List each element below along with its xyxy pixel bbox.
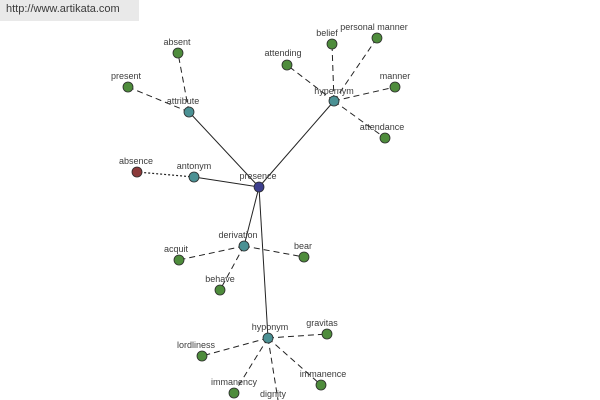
label-absent: absent	[163, 37, 191, 47]
edge-center-antonym	[193, 176, 260, 188]
label-behave: behave	[205, 274, 235, 284]
node-hyponym[interactable]	[262, 332, 274, 344]
node-lordliness[interactable]	[196, 350, 208, 362]
node-personal-manner[interactable]	[371, 32, 383, 44]
label-presence: presence	[239, 171, 276, 181]
label-hyponym: hyponym	[252, 322, 289, 332]
node-manner[interactable]	[389, 81, 401, 93]
node-behave[interactable]	[214, 284, 226, 296]
node-attribute[interactable]	[183, 106, 195, 118]
node-gravitas[interactable]	[321, 328, 333, 340]
edge-attribute-present	[127, 86, 190, 113]
node-absent[interactable]	[172, 47, 184, 59]
node-derivation[interactable]	[238, 240, 250, 252]
word-edges	[127, 37, 396, 400]
edge-center-hypernym	[258, 100, 335, 188]
edge-hyponym-immanence	[267, 337, 322, 386]
node-attending[interactable]	[281, 59, 293, 71]
label-attending: attending	[264, 48, 301, 58]
site-url-box[interactable]: http://www.artikata.com	[0, 0, 139, 21]
node-antonym[interactable]	[188, 171, 200, 183]
edge-derivation-acquit	[178, 245, 245, 261]
node-immanency[interactable]	[228, 387, 240, 399]
label-bear: bear	[294, 241, 312, 251]
edge-center-derivation	[243, 186, 260, 247]
edge-hypernym-personal-manner	[333, 37, 378, 102]
edge-hypernym-manner	[333, 86, 396, 102]
label-immanence: immanence	[300, 369, 347, 379]
node-absence[interactable]	[131, 166, 143, 178]
label-present: present	[111, 71, 142, 81]
edge-hyponym-lordliness	[201, 337, 269, 357]
label-absence: absence	[119, 156, 153, 166]
label-antonym: antonym	[177, 161, 212, 171]
relation-edges	[188, 100, 335, 339]
edge-hyponym-gravitas	[267, 333, 328, 339]
node-attendance[interactable]	[379, 132, 391, 144]
edge-center-attribute	[188, 111, 260, 188]
label-immanency: immanency	[211, 377, 258, 387]
node-labels: presence attribute hypernym antonym deri…	[111, 22, 410, 399]
label-attribute: attribute	[167, 96, 200, 106]
label-personal-manner: personal manner	[340, 22, 408, 32]
node-present[interactable]	[122, 81, 134, 93]
node-immanence[interactable]	[315, 379, 327, 391]
edge-derivation-bear	[243, 245, 305, 258]
label-dignity: dignity	[260, 389, 287, 399]
label-lordliness: lordliness	[177, 340, 216, 350]
edge-attribute-absent	[177, 52, 190, 113]
node-bear[interactable]	[298, 251, 310, 263]
node-hypernym[interactable]	[328, 95, 340, 107]
edge-hyponym-dignity	[267, 337, 279, 400]
edge-hypernym-attendance	[333, 100, 386, 139]
node-acquit[interactable]	[173, 254, 185, 266]
label-attendance: attendance	[360, 122, 405, 132]
label-acquit: acquit	[164, 244, 189, 254]
label-manner: manner	[380, 71, 411, 81]
node-presence[interactable]	[253, 181, 265, 193]
edge-center-hyponym	[258, 186, 269, 339]
word-nodes	[122, 32, 401, 399]
label-belief: belief	[316, 28, 338, 38]
edge-derivation-behave	[219, 245, 245, 291]
edge-hyponym-immanency	[233, 337, 269, 394]
site-url[interactable]: http://www.artikata.com	[6, 3, 120, 15]
label-hypernym: hypernym	[314, 86, 354, 96]
node-belief[interactable]	[326, 38, 338, 50]
edge-antonym-absence	[136, 171, 195, 178]
relation-nodes	[183, 95, 340, 344]
label-gravitas: gravitas	[306, 318, 338, 328]
label-derivation: derivation	[218, 230, 257, 240]
